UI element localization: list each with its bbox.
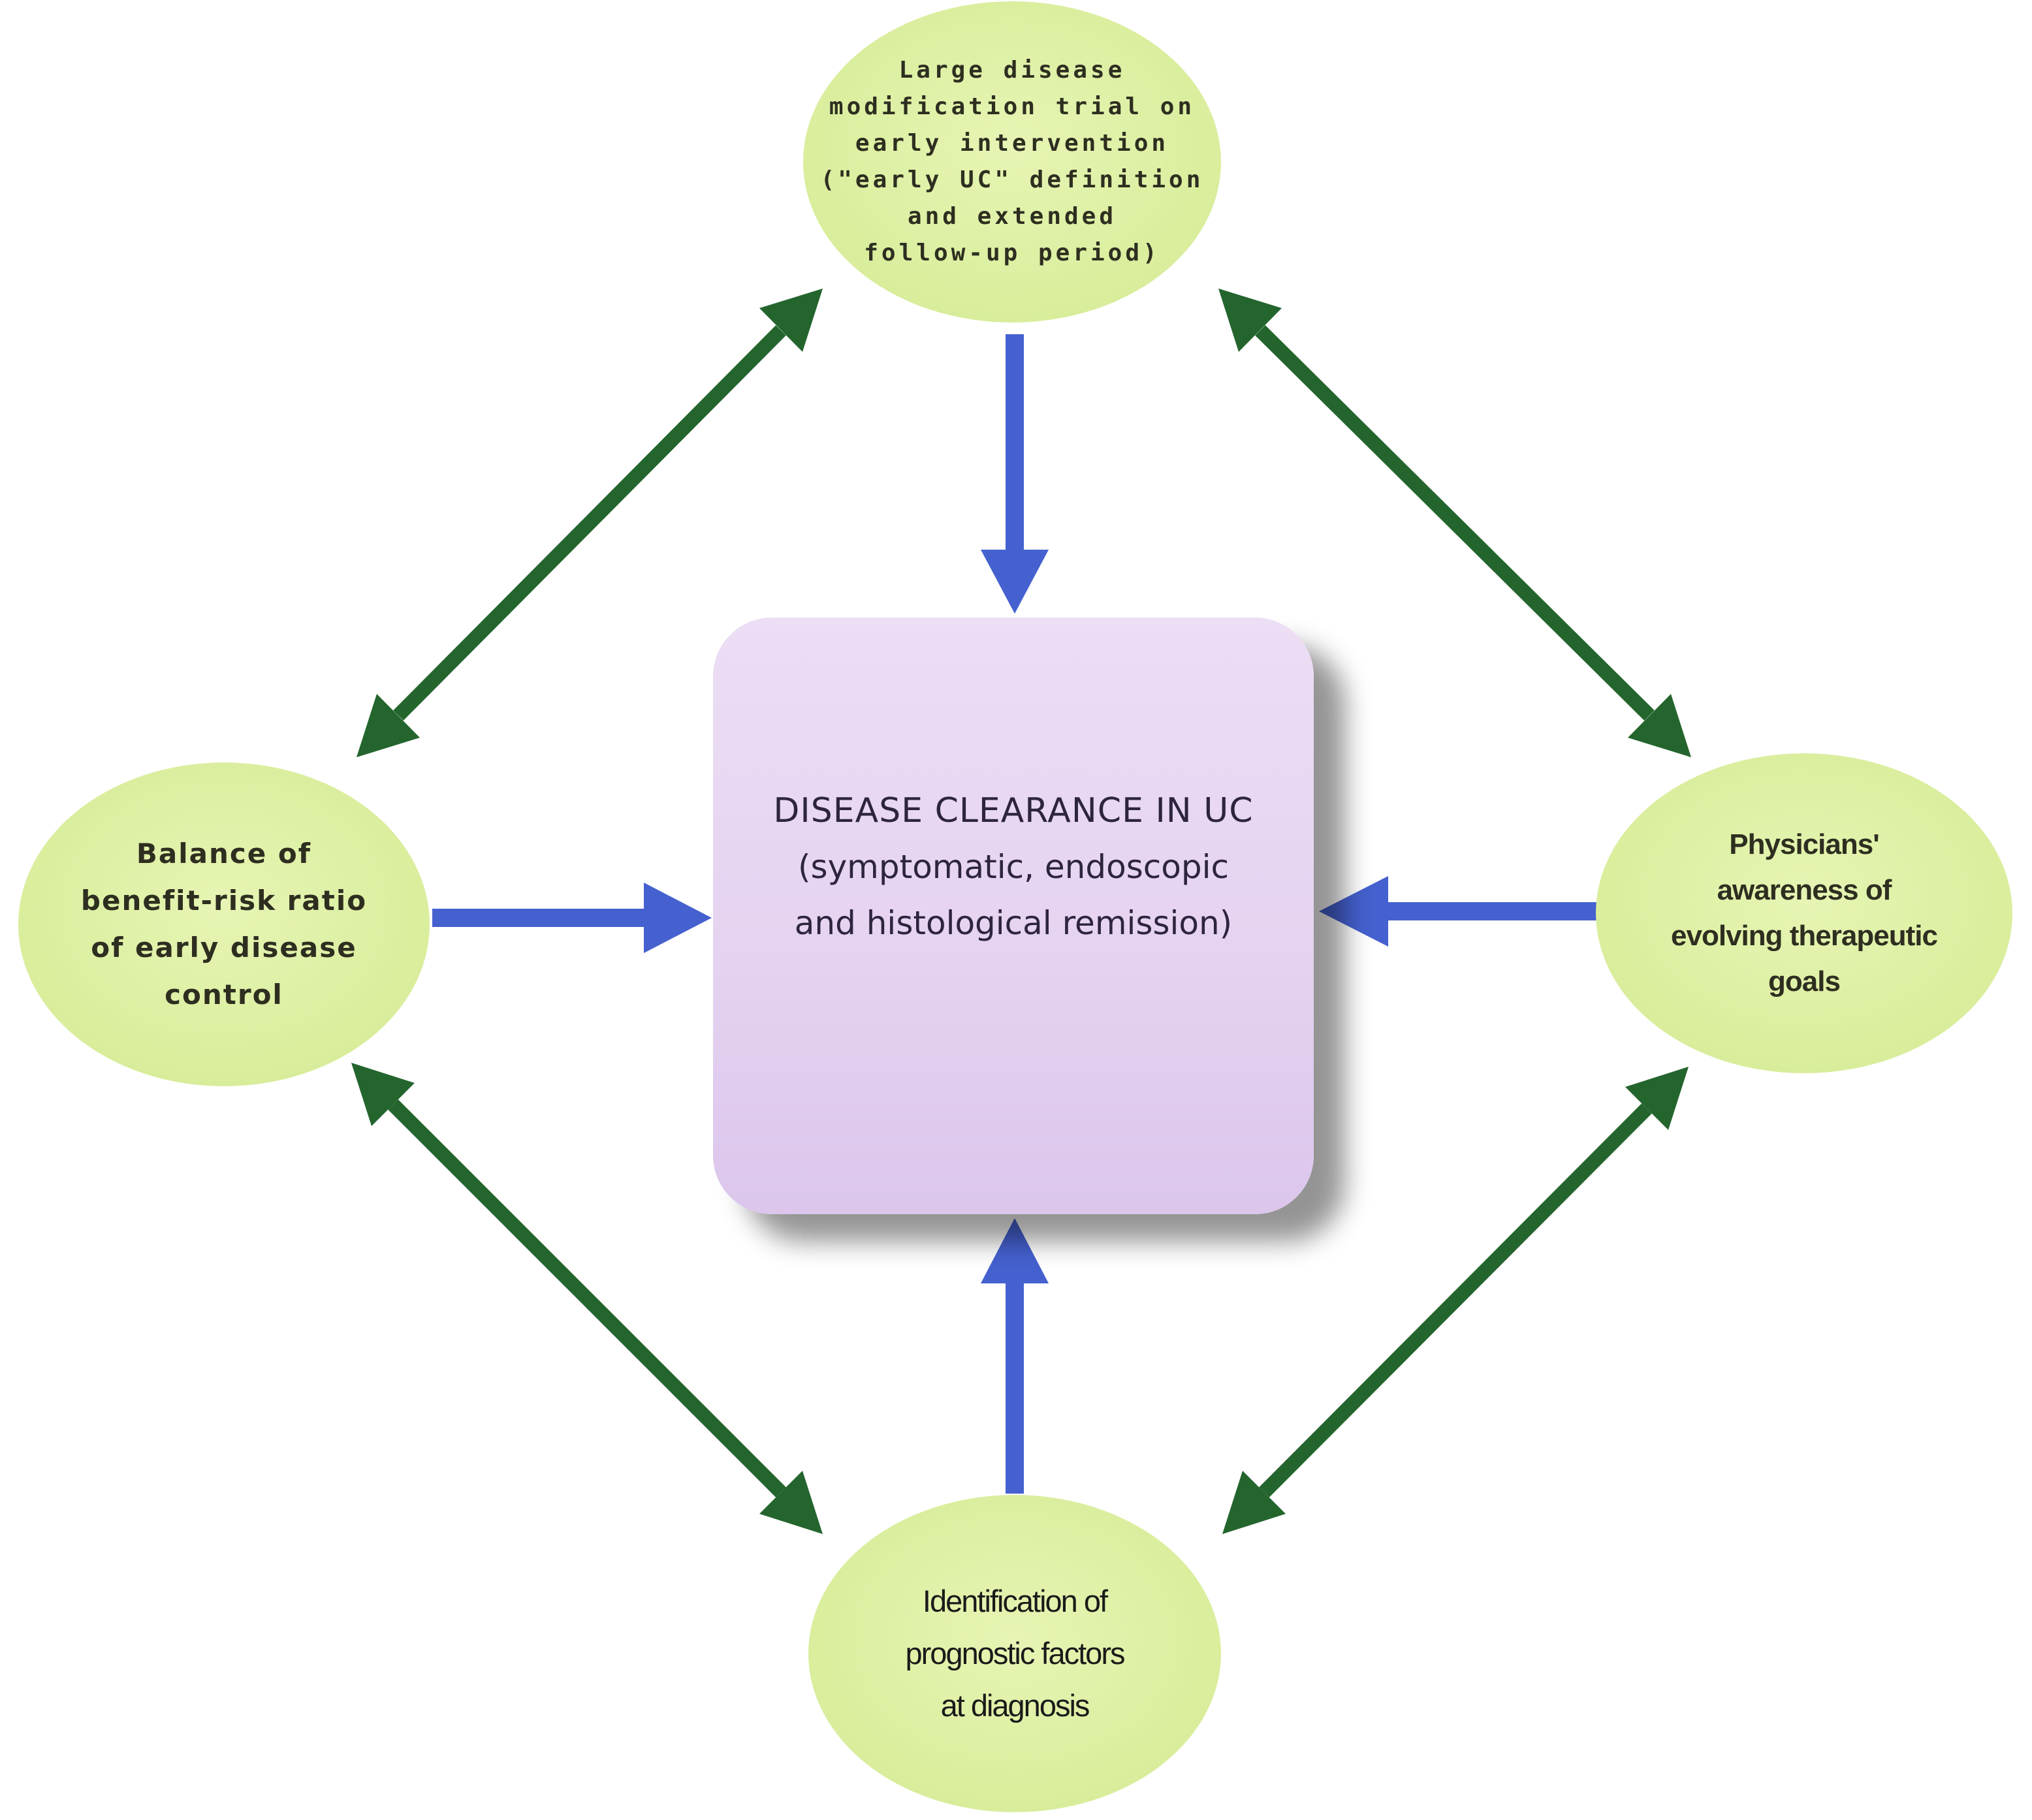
- blue-arrow-right: [1319, 876, 1597, 947]
- blue-arrow-top: [981, 334, 1049, 614]
- node-bottom-shape: [808, 1495, 1221, 1812]
- node-physician-awareness-text: Physicians' awareness of evolving therap…: [1671, 828, 1938, 997]
- green-arrow-bottom-left: [351, 1063, 823, 1534]
- green-arrow-top-left: [357, 289, 823, 757]
- node-large-trial: Large disease modification trial on earl…: [803, 1, 1221, 322]
- node-prognostic-factors: Identification of prognostic factors at …: [808, 1495, 1221, 1812]
- blue-arrow-left: [432, 883, 712, 953]
- node-physician-awareness: Physicians' awareness of evolving therap…: [1596, 753, 2012, 1073]
- node-benefit-risk-text: Balance of benefit-risk ratio of early d…: [80, 838, 368, 1011]
- central-subtitle: (symptomatic, endoscopic and histologica…: [794, 848, 1233, 942]
- central-title: DISEASE CLEARANCE IN UC: [773, 791, 1254, 830]
- node-left-shape: [18, 762, 430, 1086]
- node-large-trial-text: Large disease modification trial on earl…: [820, 57, 1204, 266]
- node-benefit-risk: Balance of benefit-risk ratio of early d…: [18, 762, 430, 1086]
- node-prognostic-factors-text: Identification of prognostic factors at …: [905, 1584, 1126, 1723]
- green-arrow-bottom-right: [1222, 1067, 1689, 1534]
- green-arrow-top-right: [1218, 289, 1691, 757]
- node-top-shape: [803, 1, 1221, 322]
- node-right-shape: [1596, 753, 2012, 1073]
- central-outcome-box: DISEASE CLEARANCE IN UC (symptomatic, en…: [713, 618, 1314, 1214]
- blue-arrow-bottom: [981, 1218, 1049, 1494]
